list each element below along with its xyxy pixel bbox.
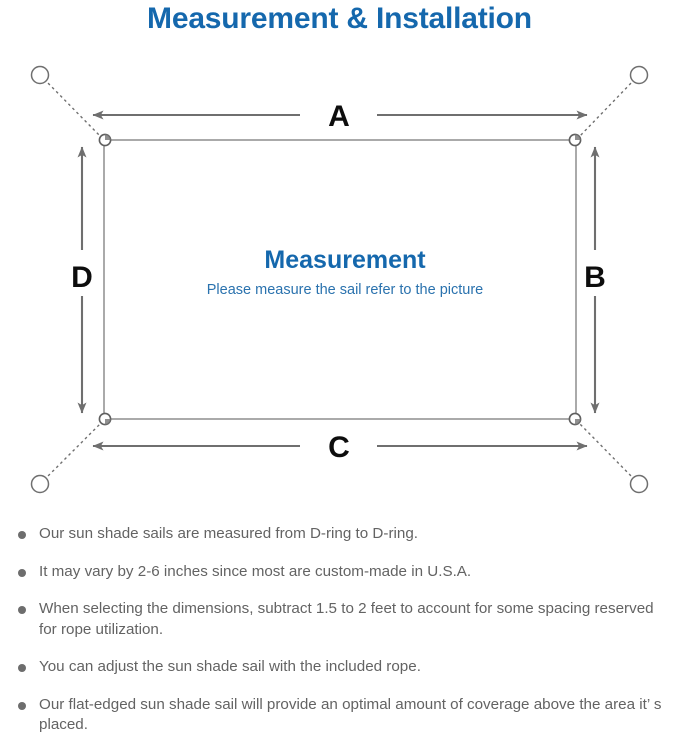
diagram-center-title: Measurement <box>264 246 426 274</box>
dimension-c-label: C <box>328 431 350 464</box>
bullet-icon <box>18 606 26 614</box>
note-text: When selecting the dimensions, subtract … <box>39 600 654 638</box>
diagram-svg: A C D B Measurement Please measure the s… <box>30 65 649 494</box>
anchor-bottom-left <box>30 474 50 494</box>
dimension-a-label: A <box>328 100 350 133</box>
notes-list: Our sun shade sails are measured from D-… <box>0 524 679 753</box>
sail-rectangle <box>103 139 577 420</box>
rope-bottom-left <box>43 421 103 481</box>
bullet-icon <box>18 701 26 710</box>
note-text: You can adjust the sun shade sail with t… <box>39 658 421 675</box>
bullet-icon <box>18 531 26 539</box>
list-item: Our flat-edged sun shade sail will provi… <box>10 695 665 753</box>
list-item: It may vary by 2-6 inches since most are… <box>10 562 665 600</box>
rope-top-left <box>43 78 103 139</box>
bullet-icon <box>18 568 26 577</box>
list-item: When selecting the dimensions, subtract … <box>10 599 665 657</box>
list-item: You can adjust the sun shade sail with t… <box>10 657 665 695</box>
note-text: Our flat-edged sun shade sail will provi… <box>39 695 662 734</box>
note-text: Our sun shade sails are measured from D-… <box>39 525 418 542</box>
d-ring-shade-bl <box>105 419 111 425</box>
note-text: It may vary by 2-6 inches since most are… <box>39 562 472 580</box>
measurement-diagram: A C D B Measurement Please measure the s… <box>0 44 679 514</box>
anchor-bottom-right <box>629 474 649 494</box>
d-ring-shade-tr <box>575 134 581 140</box>
anchor-top-right <box>629 65 649 85</box>
dimension-d-label: D <box>71 261 93 294</box>
dimension-b-label: B <box>584 261 606 294</box>
bullet-icon <box>18 664 26 672</box>
rope-bottom-right <box>577 421 636 481</box>
d-ring-shading <box>105 134 581 425</box>
list-item: Our sun shade sails are measured from D-… <box>10 524 665 562</box>
rope-lines <box>43 78 636 481</box>
anchor-top-left <box>30 65 50 85</box>
page-title: Measurement & Installation <box>147 2 532 35</box>
rope-top-right <box>577 78 636 139</box>
anchor-points <box>30 65 649 494</box>
d-ring-shade-tl <box>105 134 111 140</box>
d-ring-shade-br <box>575 419 581 425</box>
diagram-center-subtitle: Please measure the sail refer to the pic… <box>207 282 483 298</box>
